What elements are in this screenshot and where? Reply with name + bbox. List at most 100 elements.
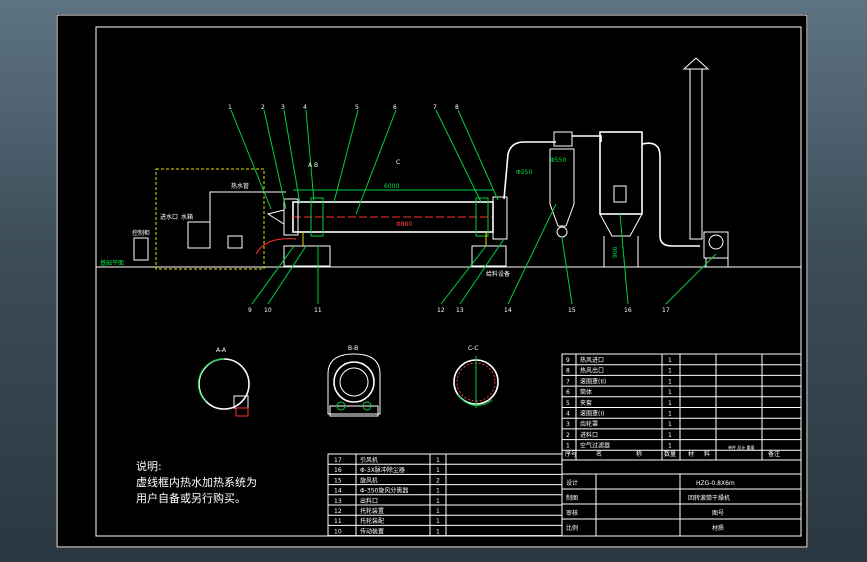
ring-1 bbox=[310, 197, 324, 237]
part-no-17: 17 bbox=[662, 307, 670, 314]
heating-system-box bbox=[155, 168, 265, 270]
bom-upper-qty: 1 bbox=[668, 421, 672, 428]
left-label-a: 热水管 bbox=[231, 182, 249, 190]
fan-wheel bbox=[708, 234, 724, 250]
bom-lower-name: Φ-3X脉冲除尘器 bbox=[360, 466, 405, 474]
part-no-16: 16 bbox=[624, 307, 632, 314]
bom-upper-qty: 1 bbox=[668, 378, 672, 385]
bom-upper-no: 8 bbox=[566, 368, 570, 375]
bom-upper-qty: 1 bbox=[668, 357, 672, 364]
pump bbox=[227, 235, 243, 249]
return-pipe bbox=[255, 238, 297, 255]
bom-h-note: 备注 bbox=[768, 450, 780, 458]
title-block bbox=[561, 473, 802, 537]
tb-check: 审核 bbox=[566, 509, 578, 517]
chimney bbox=[689, 68, 703, 240]
part-no-1: 1 bbox=[228, 104, 232, 111]
duct-1 bbox=[503, 141, 556, 200]
part-no-8: 8 bbox=[455, 104, 459, 111]
bom-upper-name: 齿轮罩 bbox=[580, 420, 598, 428]
bom-upper-no: 9 bbox=[566, 357, 570, 364]
duct-2 bbox=[572, 135, 602, 142]
part-no-2: 2 bbox=[261, 104, 265, 111]
section-title-a: A-A bbox=[216, 347, 227, 354]
bom-upper-no: 5 bbox=[566, 400, 570, 407]
bom-lower-qty: 1 bbox=[436, 498, 440, 505]
bom-upper-name: 滚圈罩(II) bbox=[580, 377, 606, 385]
water-tank bbox=[187, 221, 211, 249]
section-view-b: B-B bbox=[327, 345, 381, 417]
dim-length: 6000 bbox=[384, 183, 399, 190]
bom-upper-qty: 1 bbox=[668, 443, 672, 450]
cyclone-top bbox=[553, 131, 573, 147]
bom-h-mat-b: 料 bbox=[704, 450, 710, 458]
tb-scale: 比例 bbox=[566, 524, 578, 532]
dim-height: 900 bbox=[612, 246, 619, 258]
part-no-15: 15 bbox=[568, 307, 576, 314]
bom-h-no: 序号 bbox=[565, 450, 577, 458]
part-no-10: 10 bbox=[264, 307, 272, 314]
note-line-2: 用户自备或另行购买。 bbox=[136, 491, 246, 505]
bom-lower-name: 旋风机 bbox=[360, 476, 378, 484]
dim-diameter: Φ880 bbox=[396, 221, 412, 228]
bom-lower-qty: 1 bbox=[436, 528, 440, 535]
tb-model: HZG-0.8X6m bbox=[696, 480, 735, 487]
ground-label: 基础平面 bbox=[100, 259, 124, 267]
bom-upper-name: 夹套 bbox=[580, 399, 592, 407]
tb-draw: 制图 bbox=[566, 494, 578, 502]
hot-water-pipe bbox=[209, 191, 286, 226]
feeder-label: 给料设备 bbox=[486, 270, 510, 278]
bom-lower-qty: 1 bbox=[436, 518, 440, 525]
bom-upper-qty: 1 bbox=[668, 368, 672, 375]
bom-lower-qty: 1 bbox=[436, 467, 440, 474]
bom-upper-name: 空气过滤器 bbox=[580, 442, 610, 450]
bom-lower-name: 引风机 bbox=[360, 456, 378, 464]
dust-collector bbox=[599, 131, 643, 215]
section-mark-b: B bbox=[314, 162, 318, 169]
bom-upper-name: 进料口 bbox=[580, 431, 598, 439]
bom-lower-name: Φ-350旋风分离器 bbox=[360, 487, 408, 495]
bom-lower-no: 11 bbox=[334, 518, 342, 525]
bom-lower-qty: 1 bbox=[436, 488, 440, 495]
part-no-4: 4 bbox=[303, 104, 307, 111]
leaders-bottom bbox=[251, 203, 717, 305]
bom-upper-no: 7 bbox=[566, 378, 570, 385]
leaders-top bbox=[230, 109, 499, 215]
control-cabinet bbox=[133, 237, 149, 261]
bom-upper-qty: 1 bbox=[668, 432, 672, 439]
part-no-12: 12 bbox=[437, 307, 445, 314]
duct-3 bbox=[641, 142, 700, 247]
bom-h-mat-a: 材 bbox=[688, 450, 694, 458]
bom-lower-no: 15 bbox=[334, 477, 342, 484]
support-right bbox=[471, 245, 507, 267]
discharge-hood bbox=[492, 196, 508, 240]
bom-lower-name: 传动装置 bbox=[360, 527, 384, 535]
section-title-c: C-C bbox=[468, 345, 479, 352]
section-mark-a: A bbox=[308, 162, 313, 169]
dim-duct-b: Φ550 bbox=[550, 157, 566, 164]
bom-upper-no: 3 bbox=[566, 421, 570, 428]
bom-lower-qty: 2 bbox=[436, 477, 440, 484]
support-left bbox=[283, 245, 331, 267]
outer-border bbox=[56, 14, 808, 548]
cyclone-body bbox=[549, 148, 575, 227]
section-view-a: A-A bbox=[197, 347, 250, 417]
rotary-valve bbox=[556, 226, 568, 238]
bom-upper-name: 滚圈罩(I) bbox=[580, 410, 604, 418]
bom-lower-qty: 1 bbox=[436, 457, 440, 464]
bom-upper-no: 6 bbox=[566, 389, 570, 396]
bom-upper-name: 热风进口 bbox=[580, 356, 604, 364]
tank-label: 水箱 bbox=[181, 213, 193, 221]
bom-upper-name: 热风出口 bbox=[580, 367, 604, 375]
chimney-cap bbox=[682, 57, 710, 70]
part-no-5: 5 bbox=[355, 104, 359, 111]
collector-hopper bbox=[599, 213, 643, 237]
tb-design: 设计 bbox=[566, 479, 578, 487]
bom-h-weight: 单件 总计 重量 bbox=[728, 444, 755, 450]
bom-upper-no: 2 bbox=[566, 432, 570, 439]
fan-base bbox=[705, 257, 729, 268]
section-title-b: B-B bbox=[348, 345, 358, 352]
